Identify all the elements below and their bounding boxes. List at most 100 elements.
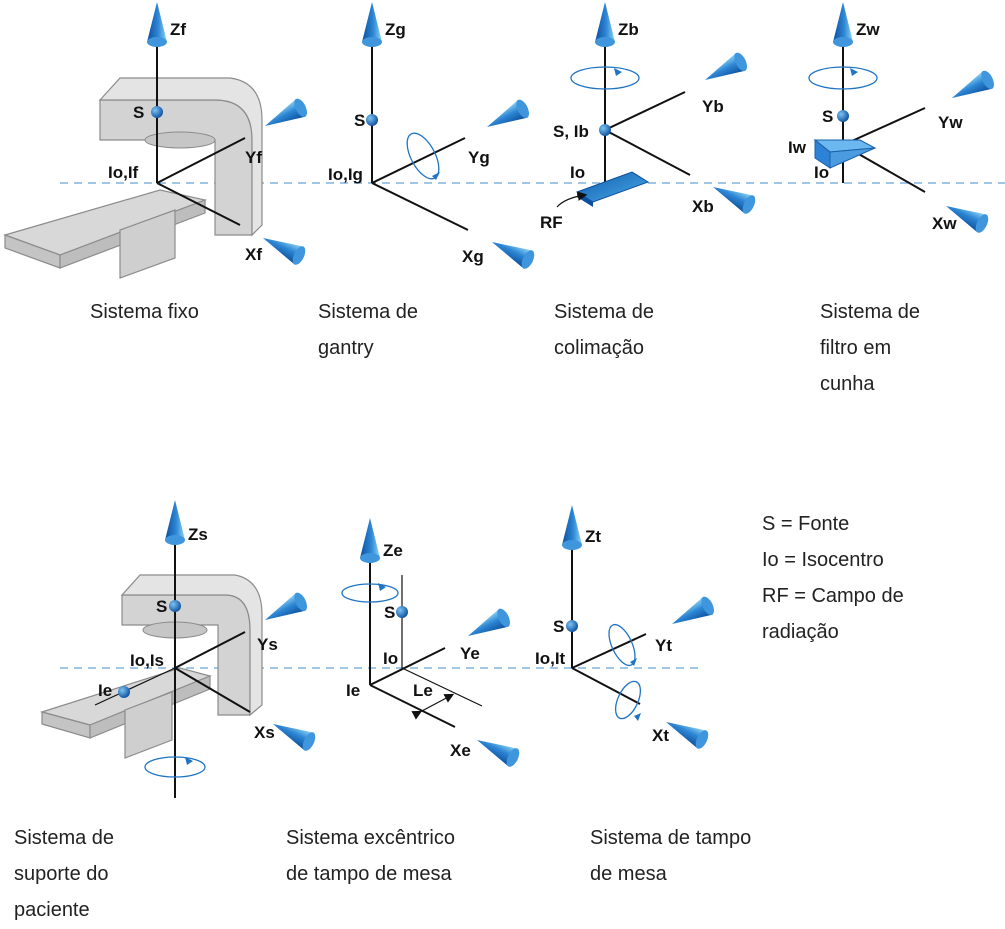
diagram-tabletop: Zt Yt Xt S Io,It bbox=[535, 505, 717, 751]
caption-line: Sistema de bbox=[318, 301, 419, 323]
y-axis bbox=[842, 107, 926, 146]
caption-line: paciente bbox=[14, 899, 90, 921]
origin-label: Io bbox=[570, 163, 585, 182]
y-axis bbox=[604, 91, 686, 131]
source-point bbox=[837, 110, 849, 122]
rotation-arrow-icon bbox=[570, 66, 640, 90]
source-label: S bbox=[354, 111, 365, 130]
y-axis-cone-icon bbox=[947, 68, 997, 107]
z-label: Zg bbox=[385, 20, 406, 39]
eccentric-label: Ie bbox=[98, 681, 112, 700]
y-axis bbox=[156, 137, 246, 184]
origin-label: Io bbox=[814, 163, 829, 182]
z-axis-cone-icon bbox=[362, 2, 382, 47]
origin-label: Io,If bbox=[108, 163, 139, 182]
legend-item-source: S = Fonte bbox=[762, 513, 850, 535]
distance-label: Le bbox=[413, 681, 433, 700]
origin-label: Io,Ig bbox=[328, 165, 363, 184]
x-axis bbox=[371, 182, 469, 231]
legend-item-radiation-field-cont: radiação bbox=[762, 621, 839, 643]
caption-line: Sistema fixo bbox=[90, 301, 199, 323]
caption-line: Sistema de bbox=[554, 301, 655, 323]
caption-tabletop: Sistema de tampo de mesa bbox=[590, 820, 751, 892]
patient-couch-icon bbox=[39, 667, 212, 759]
z-label: Zf bbox=[170, 20, 186, 39]
wedge-filter-icon bbox=[813, 138, 877, 169]
caption-line: de mesa bbox=[590, 863, 667, 885]
caption-line: de tampo de mesa bbox=[286, 863, 452, 885]
caption-wedge: Sistema de filtro em cunha bbox=[820, 294, 920, 402]
field-label: RF bbox=[540, 213, 563, 232]
caption-line: Sistema de bbox=[14, 827, 115, 849]
diagram-collimation: Zb Yb Xb S, Ib Io RF bbox=[540, 2, 758, 232]
y-axis bbox=[371, 137, 466, 184]
source-point bbox=[566, 620, 578, 632]
eccentric-label: Ie bbox=[346, 681, 360, 700]
z-axis-cone-icon bbox=[562, 505, 582, 550]
eccentric-link bbox=[94, 667, 176, 706]
y-label: Yg bbox=[468, 148, 490, 167]
x-axis-cone-icon bbox=[472, 731, 522, 769]
x-label: Xg bbox=[462, 247, 484, 266]
x-axis bbox=[571, 667, 641, 705]
x-axis bbox=[156, 182, 241, 226]
caption-line: Sistema de bbox=[820, 301, 921, 323]
x-label: Xb bbox=[692, 197, 714, 216]
rotation-arrow-icon bbox=[341, 583, 399, 603]
rotation-arrow-icon bbox=[144, 756, 206, 778]
source-label: S bbox=[553, 617, 564, 636]
source-label: S bbox=[384, 603, 395, 622]
legend-item-isocenter: Io = Isocentro bbox=[762, 549, 884, 571]
z-label: Zb bbox=[618, 20, 639, 39]
source-point bbox=[151, 106, 163, 118]
source-label: S bbox=[822, 107, 833, 126]
rotation-arrow-icon bbox=[608, 623, 637, 667]
distance-marker bbox=[411, 693, 455, 720]
z-axis-cone-icon bbox=[833, 2, 853, 47]
diagram-fixed: Zf Yf Xf S Io,If bbox=[3, 2, 310, 279]
caption-gantry: Sistema de gantry bbox=[318, 294, 418, 366]
z-axis-cone-icon bbox=[165, 500, 185, 545]
eccentric-offset-line bbox=[401, 667, 483, 707]
diagram-wedge: Zw Yw Xw S Io Iw bbox=[788, 2, 997, 235]
rotation-arrow-icon bbox=[808, 66, 878, 90]
linac-gantry-icon bbox=[98, 77, 263, 237]
caption-collimation: Sistema de colimação bbox=[554, 294, 654, 366]
source-point bbox=[169, 600, 181, 612]
patient-couch-icon bbox=[3, 189, 208, 279]
rotation-arrow-icon bbox=[614, 680, 642, 721]
y-axis-cone-icon bbox=[260, 96, 310, 135]
y-label: Yf bbox=[245, 148, 262, 167]
y-axis-cone-icon bbox=[482, 97, 532, 136]
y-axis-cone-icon bbox=[700, 50, 750, 89]
origin-label: Io bbox=[383, 649, 398, 668]
z-axis-cone-icon bbox=[147, 2, 167, 47]
diagram-patient-support: Zs Ys Xs S Io,Is Ie bbox=[39, 500, 318, 798]
y-label: Yt bbox=[655, 636, 672, 655]
legend: S = Fonte Io = Isocentro RF = Campo de r… bbox=[762, 506, 904, 650]
diagram-eccentric: Ze Ye Xe S Io Ie Le bbox=[341, 518, 522, 769]
z-label: Ze bbox=[383, 541, 403, 560]
caption-patient-support: Sistema de suporte do paciente bbox=[14, 820, 114, 928]
eccentric-point bbox=[118, 686, 130, 698]
caption-line: filtro em bbox=[820, 337, 892, 359]
y-axis bbox=[571, 633, 647, 669]
x-axis-cone-icon bbox=[708, 178, 758, 216]
source-label: S, Ib bbox=[553, 122, 589, 141]
caption-line: colimação bbox=[554, 337, 645, 359]
y-label: Yb bbox=[702, 97, 724, 116]
x-axis-cone-icon bbox=[268, 715, 318, 753]
caption-fixed: Sistema fixo bbox=[90, 294, 199, 330]
y-axis-cone-icon bbox=[667, 594, 717, 633]
source-point bbox=[599, 124, 611, 136]
y-axis-cone-icon bbox=[463, 606, 513, 645]
linac-gantry-icon bbox=[120, 574, 263, 717]
z-axis-cone-icon bbox=[360, 518, 380, 563]
x-label: Xw bbox=[932, 214, 957, 233]
x-label: Xf bbox=[245, 245, 262, 264]
radiation-field-icon bbox=[556, 171, 650, 208]
source-point bbox=[366, 114, 378, 126]
z-axis-cone-icon bbox=[595, 2, 615, 47]
